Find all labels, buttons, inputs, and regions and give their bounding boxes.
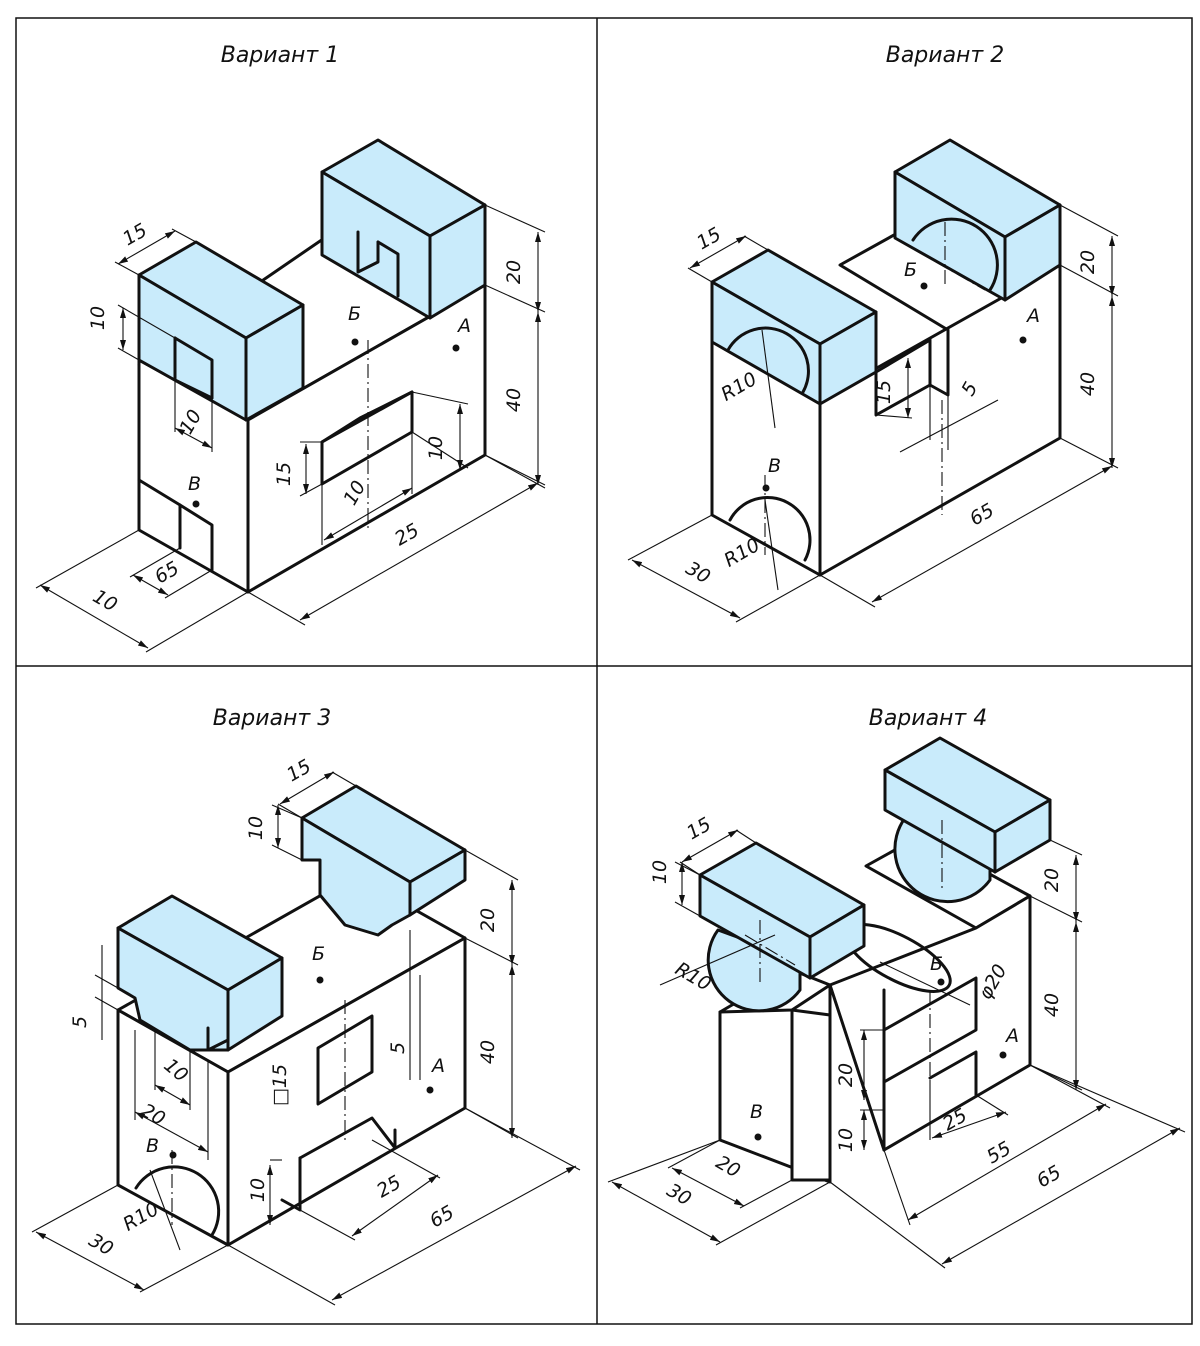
variant-4-panel: Вариант 4	[607, 706, 1186, 1269]
variant-1-points: Б А В	[188, 303, 471, 508]
variant-1-dim-6: 10	[425, 436, 447, 460]
point-v-marker	[754, 1133, 762, 1141]
variant-3-dim-10: 10	[247, 1178, 269, 1202]
variant-3-body	[116, 784, 467, 1247]
point-a-label: А	[1025, 305, 1040, 327]
point-a-marker	[426, 1086, 434, 1094]
variant-2-panel: Вариант 2 Б	[627, 43, 1119, 623]
point-v-marker	[192, 500, 200, 508]
point-b-marker	[316, 976, 324, 984]
variant-4-title: Вариант 4	[869, 706, 988, 731]
variant-4-dim-2: 10	[649, 860, 671, 884]
point-b-label: Б	[348, 303, 361, 325]
variant-4-dim-13: 30	[663, 1179, 695, 1210]
point-v-label: В	[768, 455, 781, 477]
point-v-label: В	[750, 1101, 763, 1123]
point-b-marker	[920, 282, 928, 290]
variant-2-title: Вариант 2	[886, 43, 1005, 68]
variant-4-dim-3: 20	[1041, 868, 1063, 892]
variant-4-dim-11: 65	[1033, 1161, 1065, 1192]
variant-1-dim-2: 20	[503, 260, 525, 284]
variant-2-dim-9: 30	[682, 557, 714, 588]
variant-3-dim-12: 65	[426, 1201, 458, 1232]
point-v-label: В	[146, 1135, 159, 1157]
variant-2-dim-7: 65	[966, 499, 998, 530]
point-a-label: А	[1004, 1025, 1019, 1047]
variant-3-dim-1: 15	[283, 755, 315, 786]
variant-3-title: Вариант 3	[213, 706, 332, 731]
point-b-label: Б	[904, 259, 917, 281]
variant-4-body	[698, 736, 1052, 1184]
point-v-label: В	[188, 473, 201, 495]
point-a-marker	[999, 1051, 1007, 1059]
variant-2-points: Б А В	[762, 259, 1040, 492]
variant-3-dim-2: 10	[245, 816, 267, 840]
variant-1-panel: Вариант 1	[35, 43, 546, 653]
variant-1-dim-9: 25	[391, 519, 423, 550]
variant-3-panel: Вариант 3 Б А	[31, 706, 581, 1306]
variant-4-dim-6: 40	[1041, 993, 1063, 1017]
variant-4-dim-12: 20	[712, 1151, 744, 1182]
sheet-grid	[15, 17, 1193, 1325]
variant-3-dim-4: 5	[69, 1016, 91, 1028]
variant-3-dim-5: 5	[387, 1042, 409, 1054]
point-b-marker	[937, 978, 945, 986]
variant-3-dim-3: 20	[477, 908, 499, 932]
variant-3-dim-14: 30	[85, 1229, 117, 1260]
variant-3-dim-11: 25	[373, 1171, 405, 1202]
point-a-label: А	[430, 1055, 445, 1077]
point-b-marker	[351, 338, 359, 346]
variant-4-points: Б А В	[750, 953, 1019, 1141]
variant-4-dim-1: 15	[683, 813, 715, 844]
variant-2-body	[710, 138, 1062, 577]
variant-4-dim-7: 20	[835, 1063, 857, 1087]
point-v-marker	[169, 1151, 177, 1159]
variant-2-dim-4: 15	[873, 380, 895, 404]
point-v-marker	[762, 484, 770, 492]
variant-1-title: Вариант 1	[221, 43, 340, 68]
variant-4-dim-10: 55	[983, 1137, 1015, 1168]
variant-1-body	[137, 138, 487, 594]
variant-1-dim-3: 10	[87, 306, 109, 330]
point-a-marker	[1019, 336, 1027, 344]
point-b-label: Б	[312, 943, 325, 965]
variant-1-dim-7: 15	[273, 462, 295, 486]
variant-3-dim-6: 40	[477, 1040, 499, 1064]
variant-1-dim-11: 10	[89, 585, 121, 616]
point-b-label: Б	[930, 953, 943, 975]
variant-2-dim-2: 20	[1077, 250, 1099, 274]
variant-1-dim-5: 40	[503, 388, 525, 412]
variant-2-dim-1: 15	[693, 223, 725, 254]
variant-3-dim-7: □15	[269, 1064, 291, 1106]
variant-2-dim-6: 40	[1077, 372, 1099, 396]
variant-4-dim-8: 10	[835, 1128, 857, 1152]
variant-1-dim-1: 15	[119, 219, 151, 250]
point-a-marker	[452, 344, 460, 352]
point-a-label: А	[456, 315, 471, 337]
